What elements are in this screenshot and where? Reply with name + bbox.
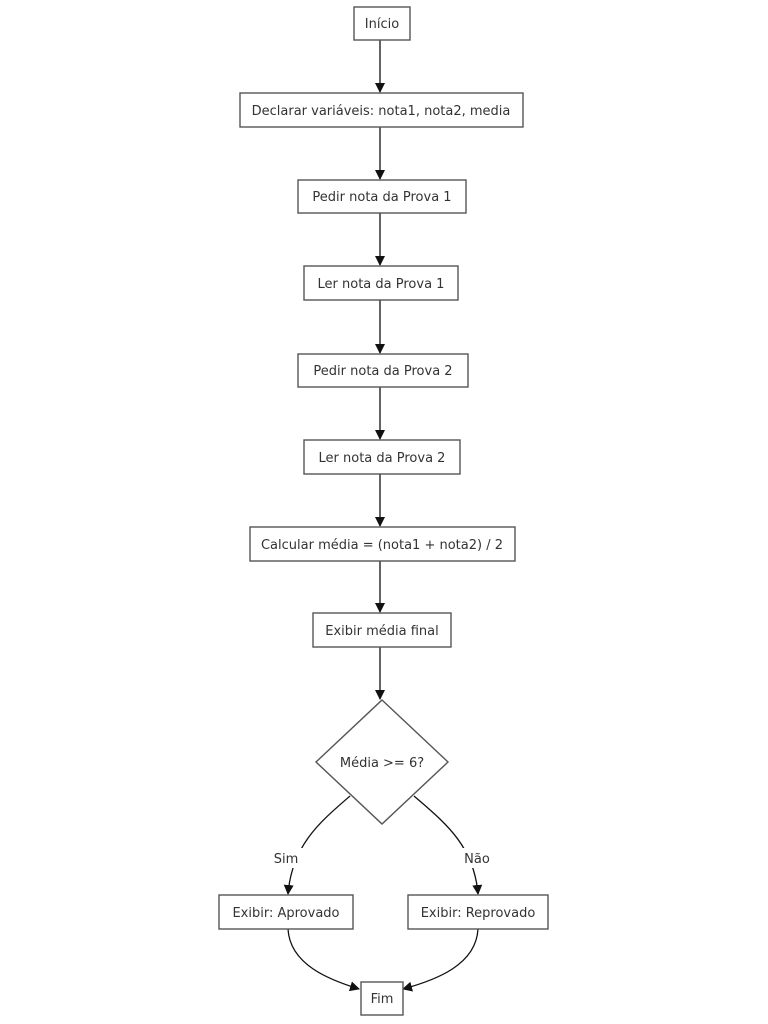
edge-aprovado-fim [287, 928, 360, 992]
node-ler1[interactable]: Ler nota da Prova 1 [303, 265, 459, 301]
node-inicio[interactable]: Início [353, 6, 411, 41]
node-pedir2-label: Pedir nota da Prova 2 [313, 364, 452, 379]
node-declarar-label: Declarar variáveis: nota1, nota2, media [252, 104, 511, 119]
node-inicio-label: Início [365, 17, 399, 32]
node-declarar[interactable]: Declarar variáveis: nota1, nota2, media [239, 92, 524, 128]
node-ler1-label: Ler nota da Prova 1 [318, 277, 445, 292]
node-ler2-label: Ler nota da Prova 2 [319, 451, 446, 466]
node-exibir-media[interactable]: Exibir média final [312, 612, 452, 648]
edge-label-bg-sim [268, 848, 304, 868]
node-pedir2[interactable]: Pedir nota da Prova 2 [297, 353, 469, 388]
node-ler2[interactable]: Ler nota da Prova 2 [303, 439, 461, 475]
node-decisao-label: Média >= 6? [340, 756, 424, 771]
node-fim-label: Fim [371, 992, 394, 1007]
node-calcular[interactable]: Calcular média = (nota1 + nota2) / 2 [249, 526, 516, 562]
edge-label-bg-nao [458, 848, 496, 868]
node-pedir1[interactable]: Pedir nota da Prova 1 [297, 179, 467, 214]
node-pedir1-label: Pedir nota da Prova 1 [312, 190, 451, 205]
edge-label-nao: Não [464, 852, 490, 867]
edge-reprovado-fim [402, 928, 479, 992]
node-reprovado[interactable]: Exibir: Reprovado [407, 894, 549, 930]
node-aprovado-label: Exibir: Aprovado [232, 906, 339, 921]
node-calcular-label: Calcular média = (nota1 + nota2) / 2 [261, 538, 503, 553]
node-reprovado-label: Exibir: Reprovado [421, 906, 536, 921]
edge-decisao-aprovado [283, 795, 351, 895]
node-decisao[interactable]: Média >= 6? [314, 699, 450, 825]
node-exibir-media-label: Exibir média final [325, 624, 439, 639]
node-aprovado[interactable]: Exibir: Aprovado [218, 894, 354, 930]
edge-label-sim: Sim [274, 852, 299, 867]
node-fim[interactable]: Fim [360, 981, 404, 1016]
edge-decisao-reprovado [413, 795, 483, 895]
